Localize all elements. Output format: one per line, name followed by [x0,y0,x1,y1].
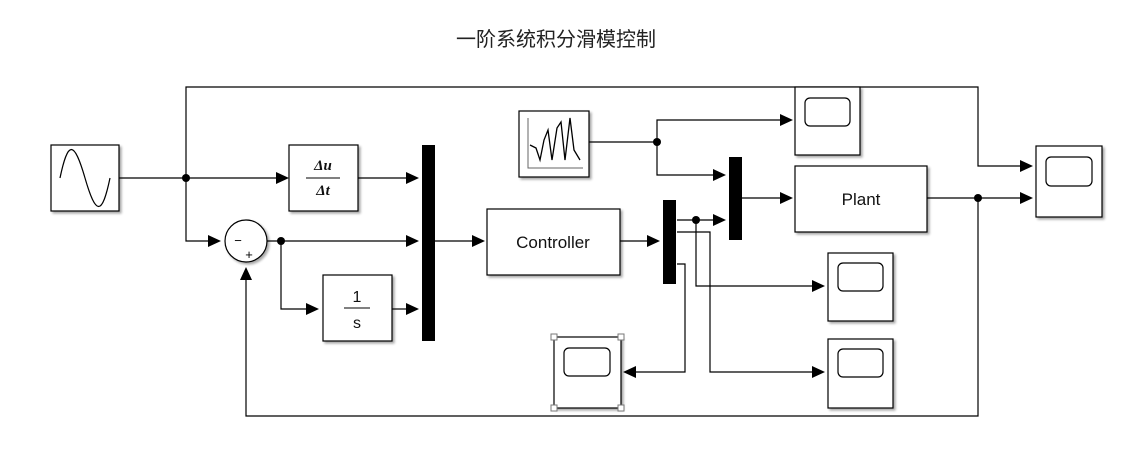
mux-block-2[interactable] [729,157,742,240]
derivative-numerator: Δu [313,158,332,174]
integrator-numerator: 1 [353,289,362,306]
plant-block[interactable]: Plant [794,165,928,233]
derivative-denominator: Δt [315,183,330,199]
selection-handles[interactable] [550,333,625,412]
arrowheads [208,114,1033,378]
controller-label: Controller [516,233,590,252]
sum-block[interactable]: − + [224,219,268,263]
scope-block-selected[interactable] [550,333,625,412]
plant-label: Plant [842,190,881,209]
demux-block[interactable] [663,200,676,284]
controller-block[interactable]: Controller [486,208,621,276]
signal-builder-block[interactable] [518,110,590,178]
diagram-title: 一阶系统积分滑模控制 [456,27,656,51]
scope-block-middle[interactable] [827,252,894,322]
scope-icon [1045,156,1093,187]
scope-block-output[interactable] [1035,145,1103,218]
sum-minus-sign: − [234,233,242,248]
scope-block-control-input[interactable] [794,86,861,156]
scope-block-bottom[interactable] [827,338,894,409]
integrator-block[interactable]: 1 s [322,274,393,342]
sum-plus-sign: + [245,247,253,262]
mux-block[interactable] [422,145,435,341]
scope-icon [563,347,611,377]
integrator-denominator: s [353,315,361,332]
scope-icon [804,97,851,127]
sine-wave-block[interactable] [50,144,120,212]
sine-wave-icon [59,148,111,208]
scope-icon [837,262,884,292]
signal-builder-icon [527,117,583,169]
derivative-block[interactable]: Δu Δt [288,144,359,212]
scope-icon [837,348,884,378]
signal-lines [119,86,1020,417]
